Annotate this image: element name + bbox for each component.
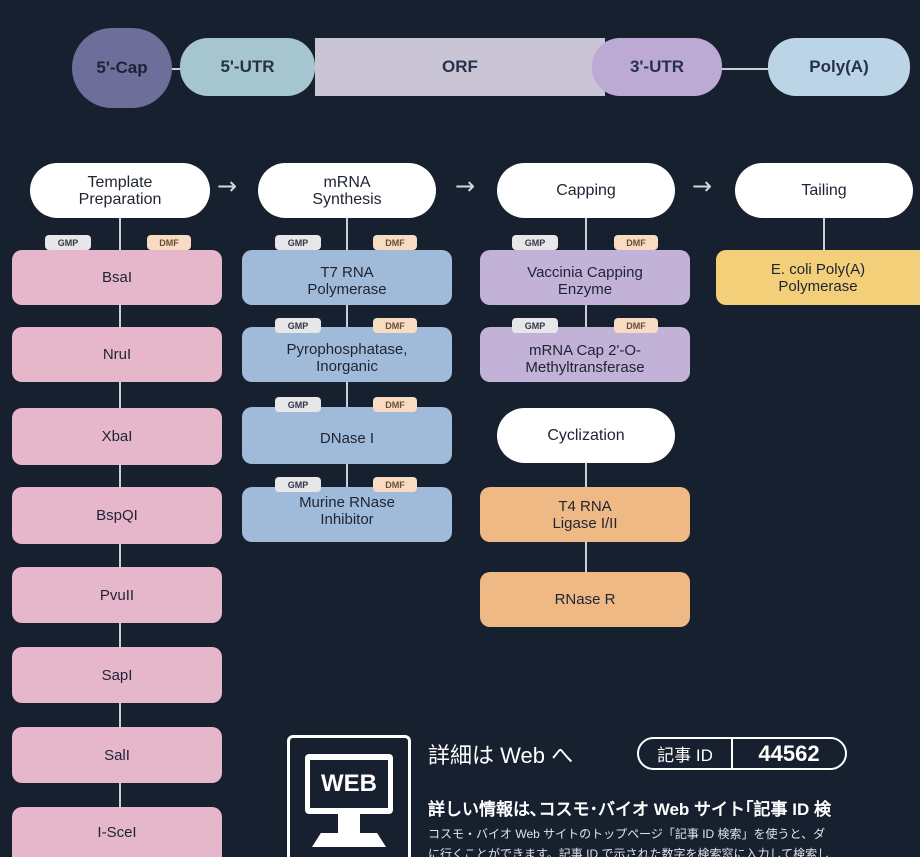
monitor-stand: [338, 814, 360, 834]
enzyme-ecoli-poly-a-polymerase: E. coli Poly(A) Polymerase: [716, 250, 920, 305]
arrow-icon: →: [217, 172, 238, 200]
gmp-badge: GMP: [512, 235, 558, 250]
enzyme-xbai: XbaI: [12, 408, 222, 465]
enzyme-murine-rnase-inhibitor: Murine RNase Inhibitor: [242, 487, 452, 542]
gmp-badge: GMP: [275, 397, 321, 412]
enzyme-sali: SalI: [12, 727, 222, 783]
gmp-badge: GMP: [512, 318, 558, 333]
gmp-badge: GMP: [45, 235, 91, 250]
web-icon-label: WEB: [310, 760, 388, 808]
dmf-badge: DMF: [147, 235, 191, 250]
enzyme-vaccinia-capping-enzyme: Vaccinia Capping Enzyme: [480, 250, 690, 305]
enzyme-sapi: SapI: [12, 647, 222, 703]
arrow-icon: →: [455, 172, 476, 200]
dmf-badge: DMF: [614, 235, 658, 250]
web-icon: WEB: [287, 735, 411, 857]
step-cyclization: Cyclization: [497, 408, 675, 463]
enzyme-t4-rna-ligase: T4 RNA Ligase I/II: [480, 487, 690, 542]
footer-subheading: 詳しい情報は､コスモ･バイオ Web サイト｢記事 ID 検: [428, 800, 831, 819]
monitor-base: [312, 833, 386, 847]
dmf-badge: DMF: [373, 235, 417, 250]
article-id-badge: 記事 ID 44562: [637, 737, 847, 770]
enzyme-pvuii: PvuII: [12, 567, 222, 623]
dmf-badge: DMF: [373, 318, 417, 333]
step-template-preparation: Template Preparation: [30, 163, 210, 218]
enzyme-pyrophosphatase: Pyrophosphatase, Inorganic: [242, 327, 452, 382]
article-id-label: 記事 ID: [639, 739, 733, 768]
gmp-badge: GMP: [275, 318, 321, 333]
footer-text-line-2: に行くことができます。記事 ID で示された数字を検索窓に入力して検索し: [428, 847, 830, 857]
poly-a-segment: Poly(A): [768, 38, 910, 96]
article-id-value: 44562: [758, 740, 820, 766]
enzyme-bsai: BsaI: [12, 250, 222, 305]
monitor-screen: WEB: [305, 754, 393, 814]
enzyme-i-scei: I-SceI: [12, 807, 222, 857]
footer-heading: 詳細は Web へ: [428, 743, 574, 768]
enzyme-bspqi: BspQI: [12, 487, 222, 544]
enzyme-t7-rna-polymerase: T7 RNA Polymerase: [242, 250, 452, 305]
enzyme-nrui: NruI: [12, 327, 222, 382]
tailing-connector: [823, 218, 825, 252]
enzyme-dnase-i: DNase I: [242, 407, 452, 464]
enzyme-mrna-cap-methyltransferase: mRNA Cap 2'-O-Methyltransferase: [480, 327, 690, 382]
step-mrna-synthesis: mRNA Synthesis: [258, 163, 436, 218]
step-tailing: Tailing: [735, 163, 913, 218]
three-prime-utr-segment: 3'-UTR: [592, 38, 722, 96]
five-prime-utr-segment: 5'-UTR: [180, 38, 315, 96]
arrow-icon: →: [692, 172, 713, 200]
gmp-badge: GMP: [275, 477, 321, 492]
dmf-badge: DMF: [373, 397, 417, 412]
five-prime-cap-segment: 5'-Cap: [72, 28, 172, 108]
step-capping: Capping: [497, 163, 675, 218]
dmf-badge: DMF: [614, 318, 658, 333]
orf-segment: ORF: [315, 38, 605, 96]
dmf-badge: DMF: [373, 477, 417, 492]
footer-text-line-1: コスモ・バイオ Web サイトのトップページ「記事 ID 検索」を使うと、ダ: [428, 827, 826, 841]
enzyme-rnase-r: RNase R: [480, 572, 690, 627]
gmp-badge: GMP: [275, 235, 321, 250]
